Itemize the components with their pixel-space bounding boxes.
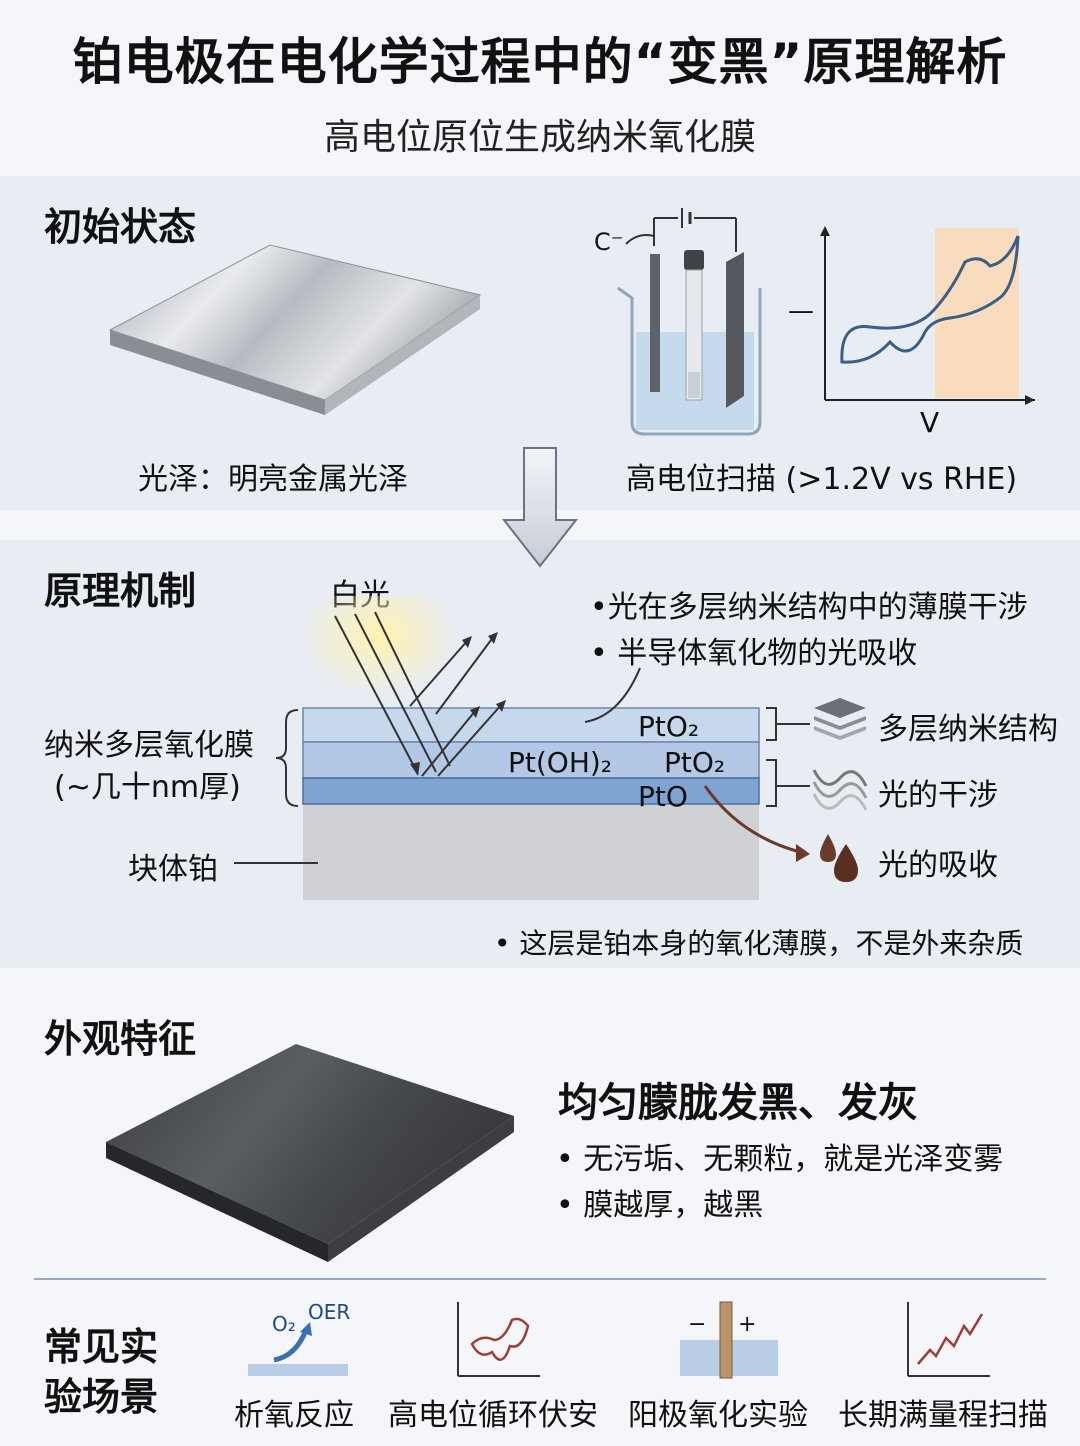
- legend-absorption: 光的吸收: [878, 848, 998, 883]
- layer-bottom-label: PtO: [638, 780, 688, 813]
- scan-caption: 高电位扫描 (>1.2V vs RHE): [626, 462, 1018, 497]
- oer-icon: [248, 1322, 348, 1376]
- electrode-label: C⁻: [594, 228, 624, 256]
- process-arrow-icon: [501, 447, 579, 568]
- mechanism-note: • 这层是铂本身的氧化薄膜，不是外来杂质: [494, 927, 1024, 960]
- appearance-headline: 均匀朦胧发黑、发灰: [558, 1080, 918, 1126]
- film-label-2: (~几十nm厚): [54, 770, 241, 805]
- page-title: 铂电极在电化学过程中的“变黑”原理解析: [72, 33, 1008, 91]
- scenarios-title-line-2: 验场景: [44, 1375, 159, 1419]
- section-divider: [34, 1278, 1046, 1280]
- cv-plot: [820, 226, 1035, 405]
- shiny-platinum-plate: [108, 244, 482, 415]
- mechanism-bullet-2: • 半导体氧化物的光吸收: [590, 636, 918, 671]
- mechanism-section-title: 原理机制: [44, 569, 197, 613]
- legend-multilayer: 多层纳米结构: [878, 712, 1058, 747]
- initial-section-title: 初始状态: [44, 205, 197, 249]
- scenario-cv: 高电位循环伏安: [388, 1398, 598, 1433]
- layer-mid-right-label: PtO₂: [664, 746, 726, 779]
- right-brackets: [766, 707, 810, 807]
- bulk-pointer: [234, 862, 318, 864]
- oer-label: OER: [308, 1300, 351, 1324]
- cv-x-label: V: [920, 406, 940, 439]
- legend-interference: 光的干涉: [878, 778, 998, 813]
- electrochemical-cell: [617, 208, 762, 436]
- scenario-anodization: 阳极氧化实验: [628, 1398, 808, 1433]
- anode-minus-label: −: [688, 1312, 707, 1337]
- oxide-layer-diagram: [300, 596, 810, 900]
- dark-platinum-plate: [106, 1044, 514, 1262]
- bulk-label: 块体铂: [128, 852, 218, 887]
- appearance-bullet-2: • 膜越厚，越黑: [556, 1188, 764, 1223]
- wave-interference-icon: [812, 769, 868, 811]
- stack-icon: [814, 698, 866, 740]
- cv-y-label: —: [788, 296, 814, 326]
- appearance-section-title: 外观特征: [44, 1017, 197, 1061]
- gloss-caption: 光泽：明亮金属光泽: [138, 462, 408, 497]
- long-scan-icon: [907, 1302, 990, 1377]
- page-subtitle: 高电位原位生成纳米氧化膜: [323, 117, 756, 158]
- film-brace: [275, 709, 299, 807]
- scenarios-title-line-1: 常见实: [44, 1325, 159, 1369]
- layer-mid-left-label: Pt(OH)₂: [508, 746, 613, 779]
- oer-o2-label: O₂: [272, 1312, 296, 1336]
- scenario-long-scan: 长期满量程扫描: [838, 1398, 1048, 1433]
- mechanism-bullet-1: •光在多层纳米结构中的薄膜干涉: [590, 590, 1028, 625]
- anode-plus-label: +: [738, 1312, 757, 1337]
- layer-top-label: PtO₂: [638, 710, 700, 743]
- appearance-bullet-1: • 无污垢、无颗粒，就是光泽变雾: [556, 1142, 1004, 1177]
- film-label-1: 纳米多层氧化膜: [44, 728, 254, 763]
- absorption-drops-icon: [820, 834, 858, 882]
- anodization-icon: [680, 1301, 778, 1379]
- scenario-oer: 析氧反应: [234, 1398, 354, 1433]
- cv-icon: [457, 1302, 540, 1377]
